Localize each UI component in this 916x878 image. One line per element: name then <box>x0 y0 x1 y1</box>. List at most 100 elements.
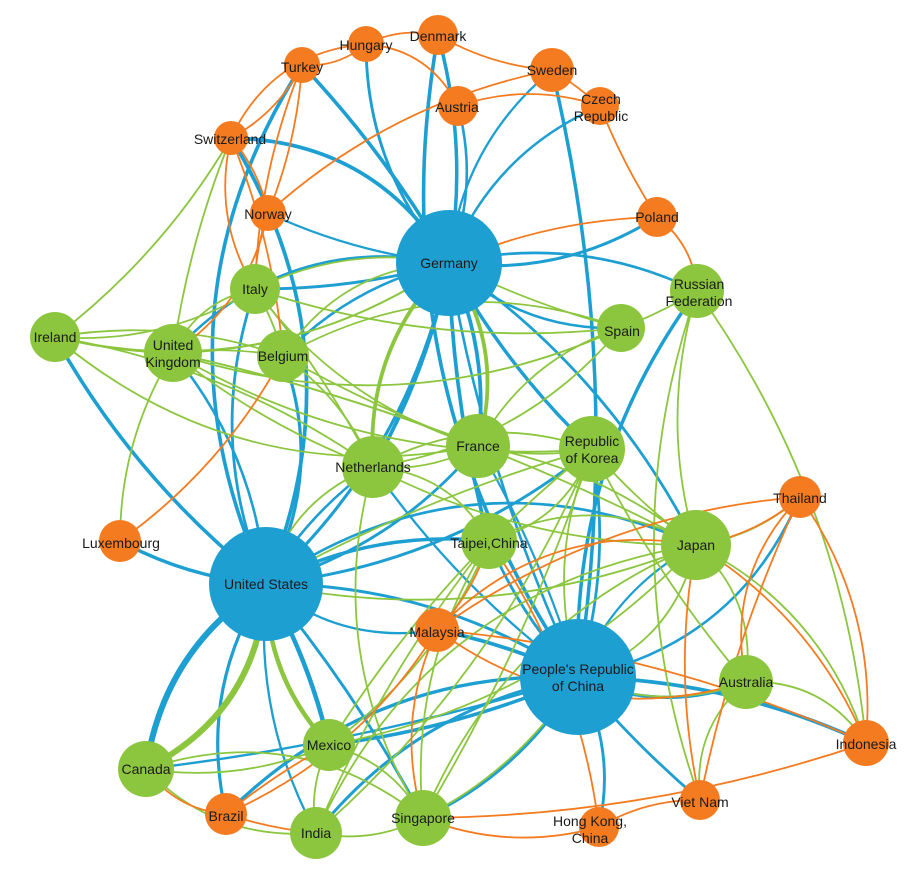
node-malaysia: Malaysia <box>409 608 465 652</box>
edge-spain-netherlands <box>372 327 622 468</box>
node-australia: Australia <box>719 655 773 709</box>
node-brazil: Brazil <box>205 793 247 835</box>
node-indonesia-circle <box>843 720 889 766</box>
node-turkey-circle <box>284 47 320 83</box>
node-austria-circle <box>438 86 478 126</box>
node-switzerland-label: Switzerland <box>194 131 266 147</box>
node-ireland-circle <box>30 312 80 362</box>
edge-taipei-india <box>315 540 490 834</box>
edge-russia-japan <box>676 290 698 546</box>
edge-japan-mexico <box>328 544 697 746</box>
node-turkey: Turkey <box>281 47 323 83</box>
edge-uk-spain <box>172 327 622 387</box>
node-spain: Spain <box>597 304 645 352</box>
node-singapore-label: Singapore <box>391 810 455 826</box>
edge-china-denmark <box>421 34 580 679</box>
edge-ireland-france <box>54 336 479 458</box>
node-canada-label: Canada <box>121 761 170 777</box>
node-germany-label: Germany <box>420 255 478 271</box>
node-netherlands-label: Netherlands <box>335 459 411 475</box>
edge-turkey-italy <box>254 64 303 290</box>
node-france-circle <box>446 414 510 478</box>
node-belgium-circle <box>257 330 309 382</box>
node-denmark-label: Denmark <box>410 28 468 44</box>
node-france-label: France <box>456 438 500 454</box>
node-denmark-circle <box>418 15 458 55</box>
node-indonesia: Indonesia <box>836 720 897 766</box>
node-taipei-circle <box>461 513 517 569</box>
node-uk-circle <box>144 324 202 382</box>
node-norway: Norway <box>244 195 292 231</box>
node-netherlands-circle <box>342 436 404 498</box>
node-spain-circle <box>597 304 645 352</box>
node-thailand: Thailand <box>773 476 827 518</box>
node-poland-circle <box>637 197 677 237</box>
edge-indonesia-singapore <box>422 742 867 819</box>
node-thailand-circle <box>779 476 821 518</box>
node-china-circle <box>520 619 636 735</box>
node-germany: Germany <box>396 210 502 316</box>
node-sweden: Sweden <box>527 48 577 92</box>
edge-thailand-australia <box>740 496 801 683</box>
node-malaysia-circle <box>415 608 459 652</box>
node-switzerland: Switzerland <box>194 121 266 155</box>
node-turkey-label: Turkey <box>281 59 323 75</box>
edge-canada-singapore <box>145 751 424 819</box>
edge-taipei-singapore <box>419 540 490 819</box>
node-hungary-circle <box>348 26 384 62</box>
node-hungary-label: Hungary <box>340 37 393 53</box>
node-vietnam-circle <box>680 780 720 820</box>
node-denmark: Denmark <box>410 15 468 55</box>
edge-malaysia-japan <box>436 539 697 631</box>
node-italy: Italy <box>230 264 280 314</box>
node-canada: Canada <box>118 741 174 797</box>
edge-japan-indonesia <box>695 544 867 744</box>
node-singapore-circle <box>395 790 451 846</box>
edge-malaysia-indonesia <box>436 629 867 744</box>
edge-korea-mexico <box>328 448 593 746</box>
node-australia-circle <box>719 655 773 709</box>
node-malaysia-label: Malaysia <box>409 624 464 640</box>
node-switzerland-circle <box>214 121 248 155</box>
node-norway-label: Norway <box>244 206 291 222</box>
node-luxembourg-label: Luxembourg <box>82 535 160 551</box>
edge-switzerland-belgium <box>230 137 284 357</box>
node-indonesia-label: Indonesia <box>836 736 897 752</box>
node-japan: Japan <box>661 510 731 580</box>
node-ireland: Ireland <box>30 312 80 362</box>
edge-malaysia-thailand <box>436 496 801 631</box>
node-vietnam: Viet Nam <box>671 780 729 820</box>
node-taipei: Taipei,China <box>450 513 528 569</box>
node-czech-circle <box>581 87 619 125</box>
node-hongkong-label: Hong Kong,China <box>553 813 627 846</box>
node-germany-circle <box>396 210 502 316</box>
edge-usa-japan <box>265 501 697 586</box>
node-hongkong-circle <box>579 807 619 847</box>
node-russia-circle <box>670 264 724 318</box>
node-taipei-label: Taipei,China <box>450 535 527 551</box>
node-netherlands: Netherlands <box>335 436 411 498</box>
node-mexico-circle <box>303 719 355 771</box>
node-austria-label: Austria <box>435 99 479 115</box>
node-spain-label: Spain <box>604 323 640 339</box>
edge-thailand-indonesia <box>799 496 869 744</box>
edge-germany-china <box>447 262 580 678</box>
node-france: France <box>446 414 510 478</box>
edge-russia-vietnam <box>653 290 701 801</box>
edge-japan-india <box>315 544 697 834</box>
node-luxembourg-circle <box>99 520 141 562</box>
node-hungary: Hungary <box>340 26 393 62</box>
edge-thailand-vietnam <box>699 496 801 801</box>
edge-luxembourg-belgium <box>119 355 284 542</box>
edge-usa-japan <box>265 544 697 601</box>
